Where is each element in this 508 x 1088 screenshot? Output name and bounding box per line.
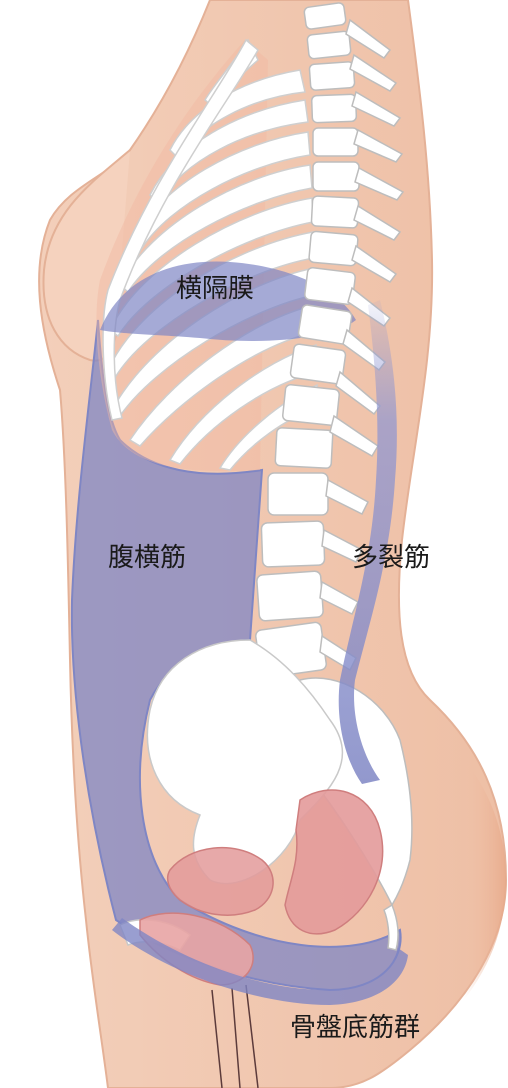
- label-pelvic-floor: 骨盤底筋群: [290, 1015, 420, 1041]
- label-transversus-abdominis: 腹横筋: [108, 545, 186, 571]
- label-multifidus: 多裂筋: [352, 545, 430, 571]
- label-diaphragm: 横隔膜: [176, 276, 254, 302]
